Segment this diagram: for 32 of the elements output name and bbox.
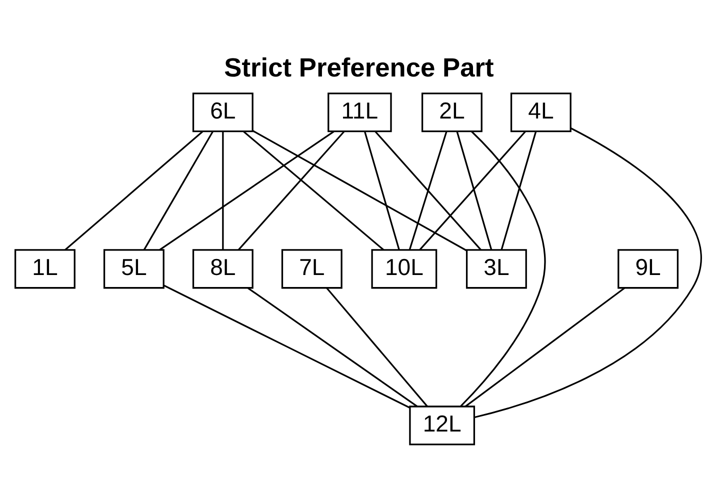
connector: [326, 288, 428, 407]
connector: [474, 127, 702, 418]
node-box: 9L: [618, 249, 679, 289]
connector: [374, 131, 482, 250]
connector: [238, 131, 345, 250]
node-box: 3L: [466, 249, 527, 289]
connector: [243, 130, 384, 251]
connector: [364, 131, 400, 250]
connector: [64, 130, 204, 251]
connector: [500, 131, 537, 250]
connector: [456, 131, 492, 250]
node-box: 11L: [328, 92, 392, 132]
node-box: 5L: [103, 249, 164, 289]
node-box: 4L: [510, 92, 572, 132]
connector: [252, 130, 468, 252]
connector: [460, 130, 546, 407]
connector: [408, 131, 448, 250]
diagram-title: Strict Preference Part: [224, 52, 494, 83]
connector: [419, 131, 526, 250]
node-box: 2L: [421, 92, 482, 132]
connector: [464, 287, 625, 408]
node-box: 10L: [371, 249, 438, 289]
connector: [222, 132, 224, 250]
connector: [143, 131, 214, 250]
node-box: 12L: [409, 406, 476, 446]
connector: [164, 284, 410, 408]
connector: [248, 287, 418, 408]
connector: [159, 130, 334, 251]
node-box: 8L: [192, 249, 254, 289]
node-box: 7L: [281, 249, 342, 289]
node-box: 1L: [14, 249, 76, 289]
node-box: 6L: [192, 92, 254, 132]
